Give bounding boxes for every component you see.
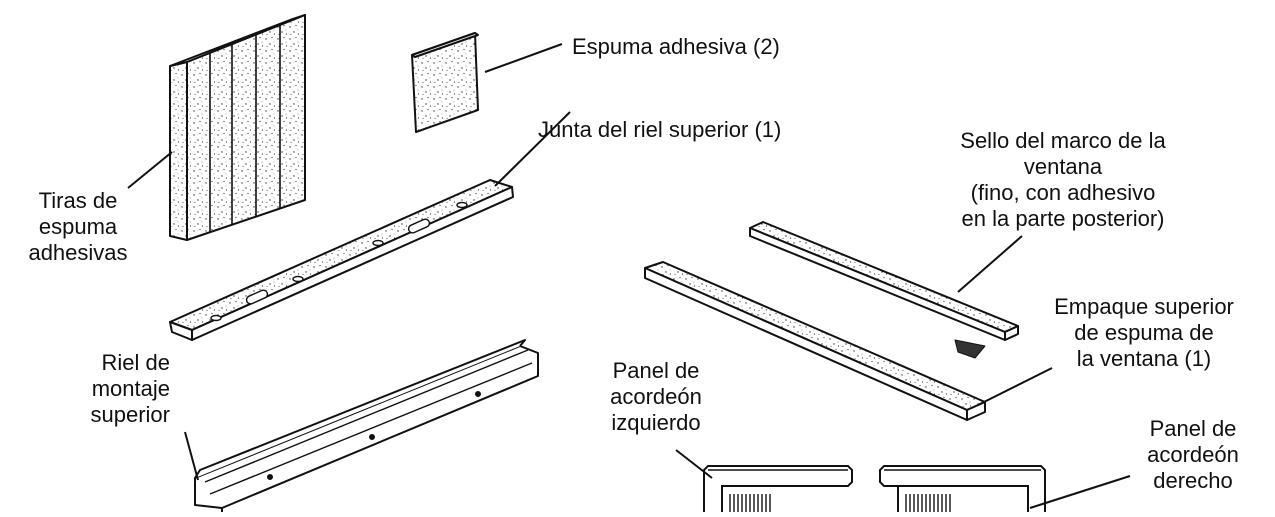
top-rail-gasket-part bbox=[169, 179, 514, 341]
leader-right-panel bbox=[1029, 475, 1131, 509]
label-adhesive-foam: Espuma adhesiva (2) bbox=[572, 34, 780, 60]
foam-strips-part bbox=[169, 14, 306, 241]
label-line: derecho bbox=[1153, 468, 1233, 493]
left-accordion-panel-part bbox=[703, 465, 853, 512]
label-line: Tiras de bbox=[38, 188, 118, 213]
label-right-panel: Panel de acordeón derecho bbox=[1118, 416, 1268, 494]
adhesive-foam-part bbox=[411, 32, 479, 133]
label-line: superior bbox=[90, 402, 170, 427]
leader-window-foam-gasket bbox=[977, 367, 1053, 406]
label-line: Empaque superior bbox=[1054, 294, 1234, 319]
window-frame-seal-part bbox=[749, 221, 1019, 359]
leader-top-rail-gasket bbox=[494, 111, 571, 187]
label-frame-seal: Sello del marco de la ventana (fino, con… bbox=[898, 128, 1228, 232]
label-line: (fino, con adhesivo bbox=[970, 180, 1156, 205]
label-line: de espuma de bbox=[1074, 320, 1214, 345]
label-top-rail-gasket: Junta del riel superior (1) bbox=[538, 117, 781, 143]
leader-foam-strips bbox=[127, 151, 173, 189]
label-line: Panel de bbox=[612, 358, 700, 383]
label-line: Espuma adhesiva (2) bbox=[572, 34, 780, 59]
label-window-foam-gasket: Empaque superior de espuma de la ventana… bbox=[1024, 294, 1264, 372]
label-line: acordeón bbox=[610, 384, 702, 409]
label-line: izquierdo bbox=[611, 410, 701, 435]
label-line: Sello del marco de la bbox=[960, 128, 1166, 153]
label-top-rail: Riel de montaje superior bbox=[38, 350, 170, 428]
label-line: en la parte posterior) bbox=[961, 206, 1165, 231]
right-accordion-panel-part bbox=[879, 465, 1046, 512]
label-line: Riel de bbox=[101, 350, 170, 375]
label-left-panel: Panel de acordeón izquierdo bbox=[586, 358, 726, 436]
leader-frame-seal bbox=[957, 235, 1023, 293]
leader-adhesive-foam bbox=[484, 43, 563, 73]
leader-top-rail bbox=[184, 431, 199, 481]
label-line: Junta del riel superior (1) bbox=[538, 117, 782, 142]
label-line: adhesivas bbox=[28, 240, 128, 265]
label-line: espuma bbox=[38, 214, 118, 239]
label-foam-strips: Tiras de espuma adhesivas bbox=[18, 188, 138, 266]
label-line: ventana bbox=[1023, 154, 1103, 179]
label-line: Panel de bbox=[1149, 416, 1237, 441]
label-line: la ventana (1) bbox=[1076, 346, 1212, 371]
label-line: acordeón bbox=[1147, 442, 1239, 467]
leader-left-panel bbox=[675, 449, 713, 479]
label-line: montaje bbox=[91, 376, 170, 401]
top-mounting-rail-part bbox=[194, 339, 539, 512]
